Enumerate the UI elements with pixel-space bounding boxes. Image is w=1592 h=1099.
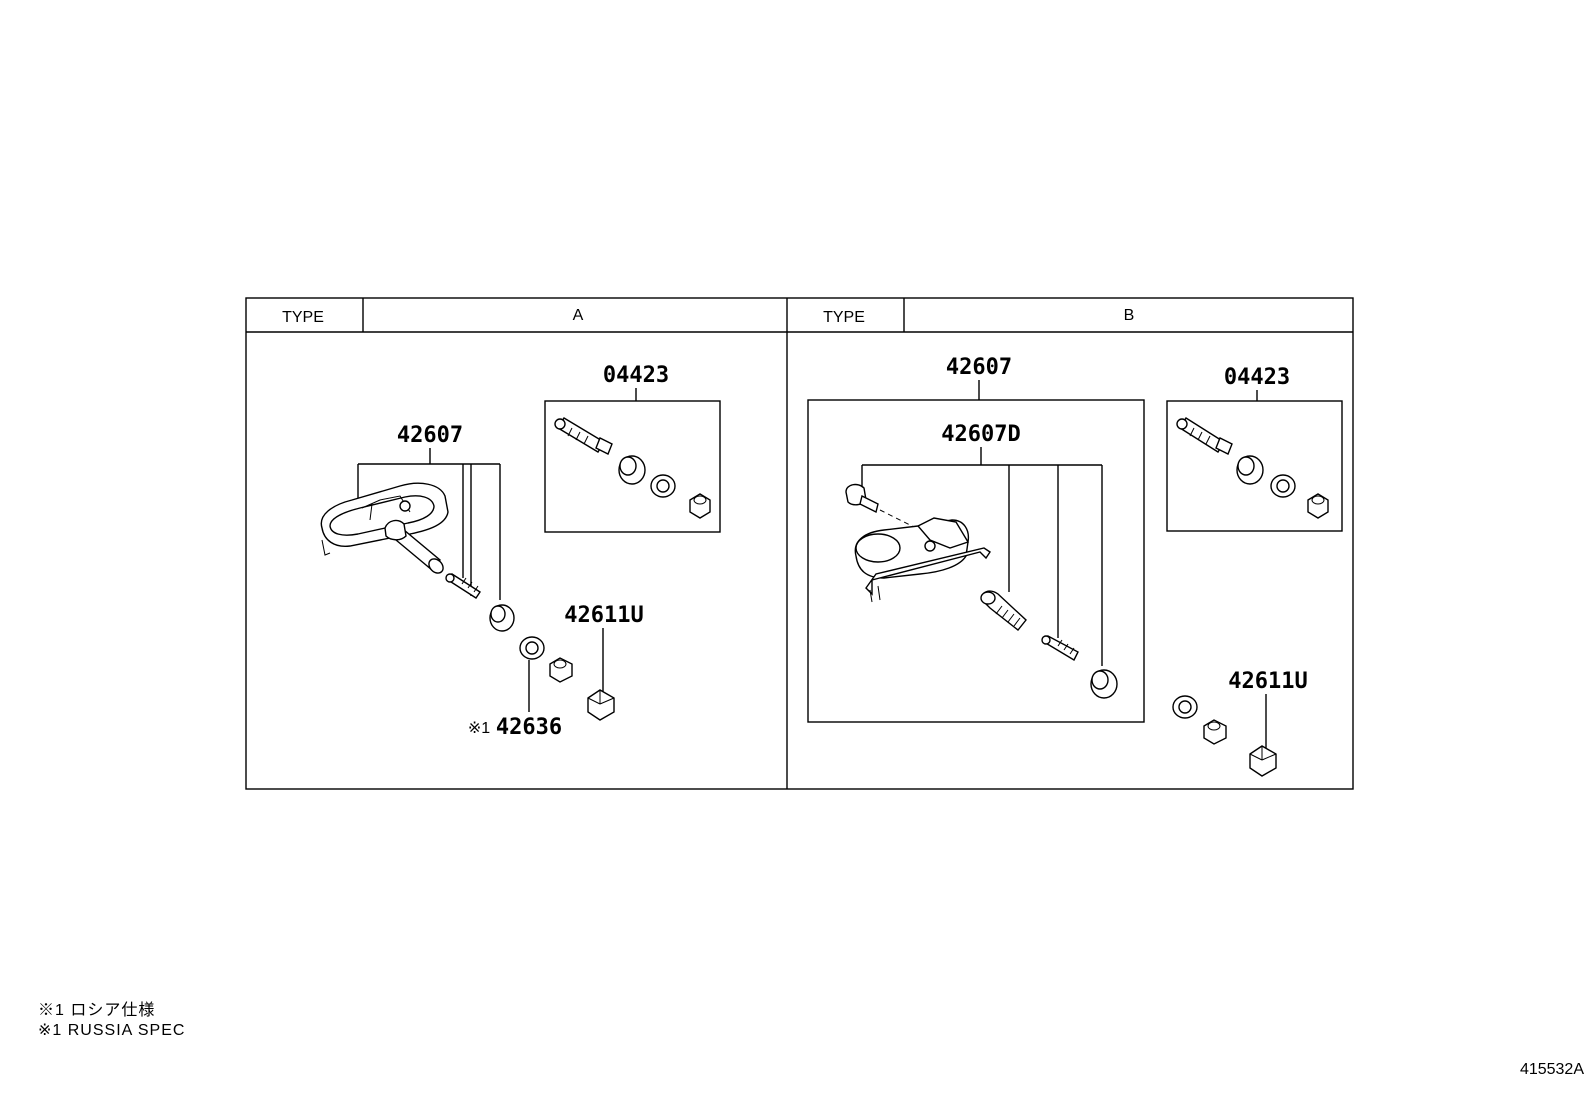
- valve-core-b-drawing: [1041, 635, 1079, 661]
- sensor-box-b: [807, 399, 1145, 723]
- part-a-04423: 04423: [603, 363, 669, 388]
- kit-box-a: [544, 400, 721, 533]
- cap-a-drawing: [587, 689, 615, 721]
- cap-b-drawing: [1249, 745, 1277, 777]
- kit-box-b: [1166, 400, 1343, 532]
- type-label-b: TYPE: [823, 309, 865, 326]
- type-value-a: A: [573, 307, 584, 324]
- part-b-04423: 04423: [1224, 365, 1290, 390]
- nut-a-drawing: [549, 657, 573, 683]
- part-a-42611u: 42611U: [564, 603, 643, 628]
- panel-b: 42607 42607D: [807, 355, 1343, 777]
- leader-a-42607: [357, 448, 501, 600]
- part-a-42607: 42607: [397, 423, 463, 448]
- part-b-42607: 42607: [946, 355, 1012, 380]
- grommet-a-drawing: [489, 604, 515, 632]
- screw-b-drawing: [845, 483, 921, 531]
- valve-kit-b-drawing: [1176, 417, 1329, 519]
- footnote-english: ※1 RUSSIA SPEC: [38, 1022, 186, 1039]
- valve-core-a-drawing: [445, 573, 481, 599]
- type-value-b: B: [1124, 307, 1135, 324]
- valve-body-b-drawing: [980, 590, 1027, 631]
- washer-a-drawing: [519, 636, 545, 660]
- table-frame: [245, 297, 1354, 790]
- tpms-sensor-b-drawing: [854, 517, 991, 603]
- russia-mark-a: ※1: [468, 720, 490, 737]
- washer-b-drawing: [1172, 695, 1198, 719]
- valve-kit-a-drawing: [554, 417, 711, 519]
- type-label-a: TYPE: [282, 309, 324, 326]
- part-b-42611u: 42611U: [1228, 669, 1307, 694]
- tpms-sensor-a-drawing: [320, 482, 449, 574]
- figure-id: 415532A: [1519, 1061, 1584, 1078]
- leader-b-42607d: [861, 447, 1103, 666]
- footnote-japanese: ※1 ロシア仕様: [38, 1002, 156, 1019]
- part-b-42607d: 42607D: [941, 422, 1020, 447]
- part-a-42636: 42636: [496, 715, 562, 740]
- nut-b-drawing: [1203, 719, 1227, 745]
- grommet-b-drawing: [1090, 669, 1118, 699]
- panel-a: 42607: [320, 363, 721, 740]
